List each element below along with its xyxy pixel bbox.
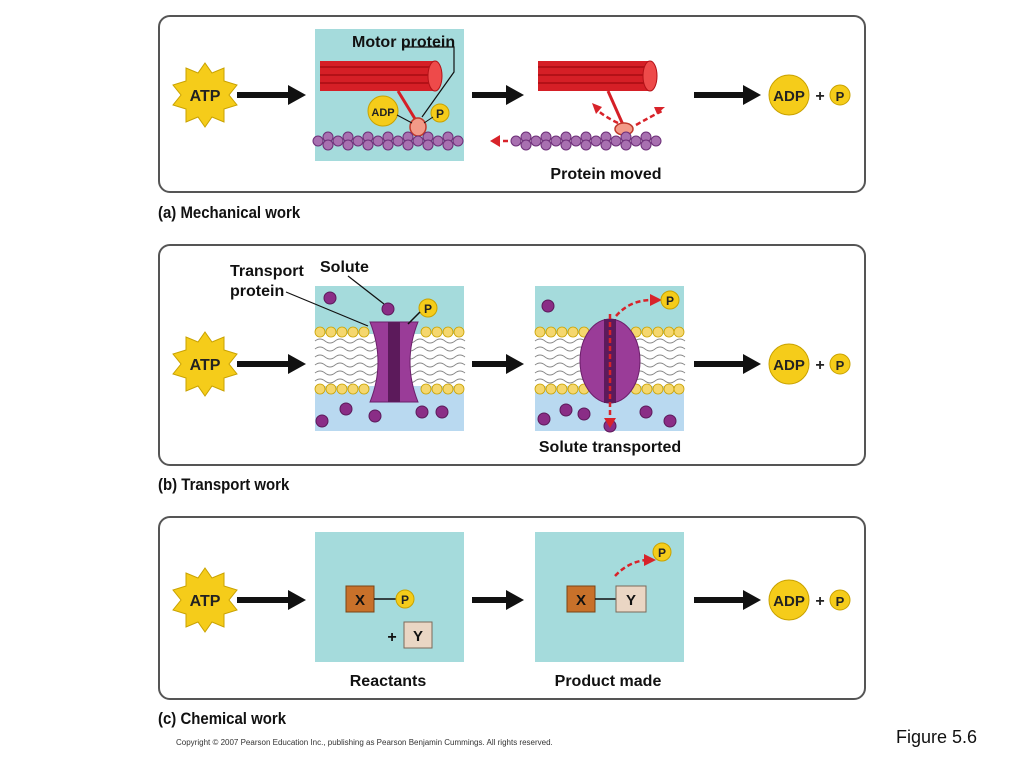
motor-protein-head [409,117,427,137]
reactants-label: Reactants [350,673,427,690]
phosphate-circle [430,103,450,123]
solute-particles [315,291,449,428]
svg-text:P: P [836,89,845,104]
svg-text:X: X [576,592,586,609]
motor-protein-label: Motor protein [352,34,455,51]
transport-work-diagram: ATP P Transport protein Solute [172,259,851,456]
adp-product-circle [768,74,810,116]
released-phosphate-circle [660,290,680,310]
svg-text:P: P [836,594,845,609]
transport-arrow-dashed [604,294,662,428]
svg-text:P: P [424,302,432,316]
svg-text:ADP: ADP [371,107,394,119]
caption-transport-work: (b) Transport work [158,475,290,494]
atp-burst-icon: ATP [172,567,238,633]
mechanical-work-diagram: ATP Motor protein ADP P [172,29,851,183]
motion-arrow-dashed [595,108,663,127]
cytoskeleton-filament-moved [538,60,658,92]
svg-text:Y: Y [413,628,423,645]
protein-moved-label: Protein moved [550,166,661,183]
svg-text:+: + [815,357,824,374]
svg-text:ADP: ADP [773,357,805,374]
svg-text:X: X [355,592,365,609]
svg-text:P: P [836,358,845,373]
svg-text:P: P [401,593,409,607]
atp-burst-icon: ATP [172,331,238,397]
solute-transported-label: Solute transported [539,439,681,456]
transport-protein-label-line2: protein [230,283,284,300]
reaction-arrow [237,85,306,105]
svg-text:P: P [658,546,666,560]
phosphate-release-arrow [614,558,647,577]
y-reactant-block [403,621,433,649]
membrane-box-before [314,286,466,431]
copyright-notice: Copyright © 2007 Pearson Education Inc.,… [176,738,553,747]
svg-text:ADP: ADP [773,593,805,610]
panel-chemical-work: ATP X P + Y Reactants X Y P Product made… [158,516,866,700]
solute-label: Solute [320,259,369,276]
chemical-work-diagram: ATP X P + Y Reactants X Y P Product made… [172,532,851,690]
svg-text:P: P [666,294,674,308]
atp-burst-icon: ATP [172,62,238,128]
svg-text:ATP: ATP [190,357,221,374]
adp-circle [367,95,399,127]
svg-text:+: + [815,88,824,105]
svg-text:ADP: ADP [773,88,805,105]
actin-bead-row [312,131,464,151]
panel-transport-work: ATP P Transport protein Solute [158,244,866,466]
svg-text:P: P [436,107,444,121]
product-made-label: Product made [555,673,662,690]
transport-protein-label-line1: Transport [230,263,304,280]
svg-text:+: + [815,593,824,610]
caption-chemical-work: (c) Chemical work [158,709,287,728]
atp-label: ATP [190,88,221,105]
phosphate-product-circle [829,84,851,106]
svg-text:+: + [387,629,396,646]
reactants-box [315,532,464,662]
actin-bead-row-moved [510,131,662,151]
phosphate-circle [418,298,438,318]
figure-label: Figure 5.6 [896,727,978,747]
panel-mechanical-work: ATP Motor protein ADP P [158,15,866,193]
cytoskeleton-filament [320,60,443,92]
caption-mechanical-work: (a) Mechanical work [158,203,301,222]
svg-text:Y: Y [626,592,636,609]
svg-text:ATP: ATP [190,593,221,610]
